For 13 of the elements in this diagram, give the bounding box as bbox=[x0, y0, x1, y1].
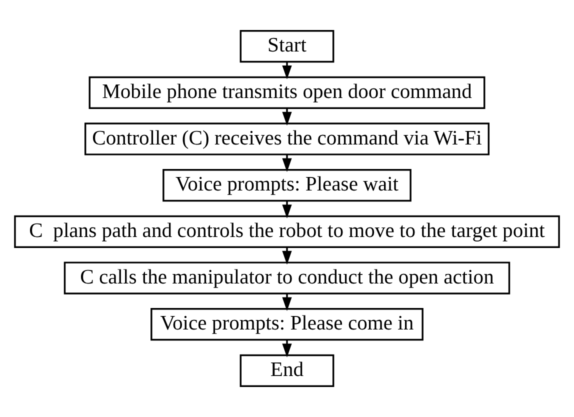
arrow bbox=[282, 340, 292, 358]
node-box: Start bbox=[240, 30, 334, 63]
arrow bbox=[282, 108, 292, 126]
arrow bbox=[282, 62, 292, 80]
node-box: Voice prompts: Please come in bbox=[150, 308, 424, 341]
node-box: Controller (C) receives the command via Wi-Fi bbox=[84, 122, 490, 156]
arrow bbox=[282, 247, 292, 265]
node-box: Mobile phone transmits open door command bbox=[88, 76, 486, 109]
node-box: Voice prompts: Please wait bbox=[162, 169, 412, 202]
arrow bbox=[282, 201, 292, 218]
node-box: C calls the manipulator to conduct the open action bbox=[64, 262, 510, 294]
node-box: C plans path and controls the robot to move to the target point bbox=[14, 215, 560, 248]
node-box: End bbox=[240, 354, 334, 387]
